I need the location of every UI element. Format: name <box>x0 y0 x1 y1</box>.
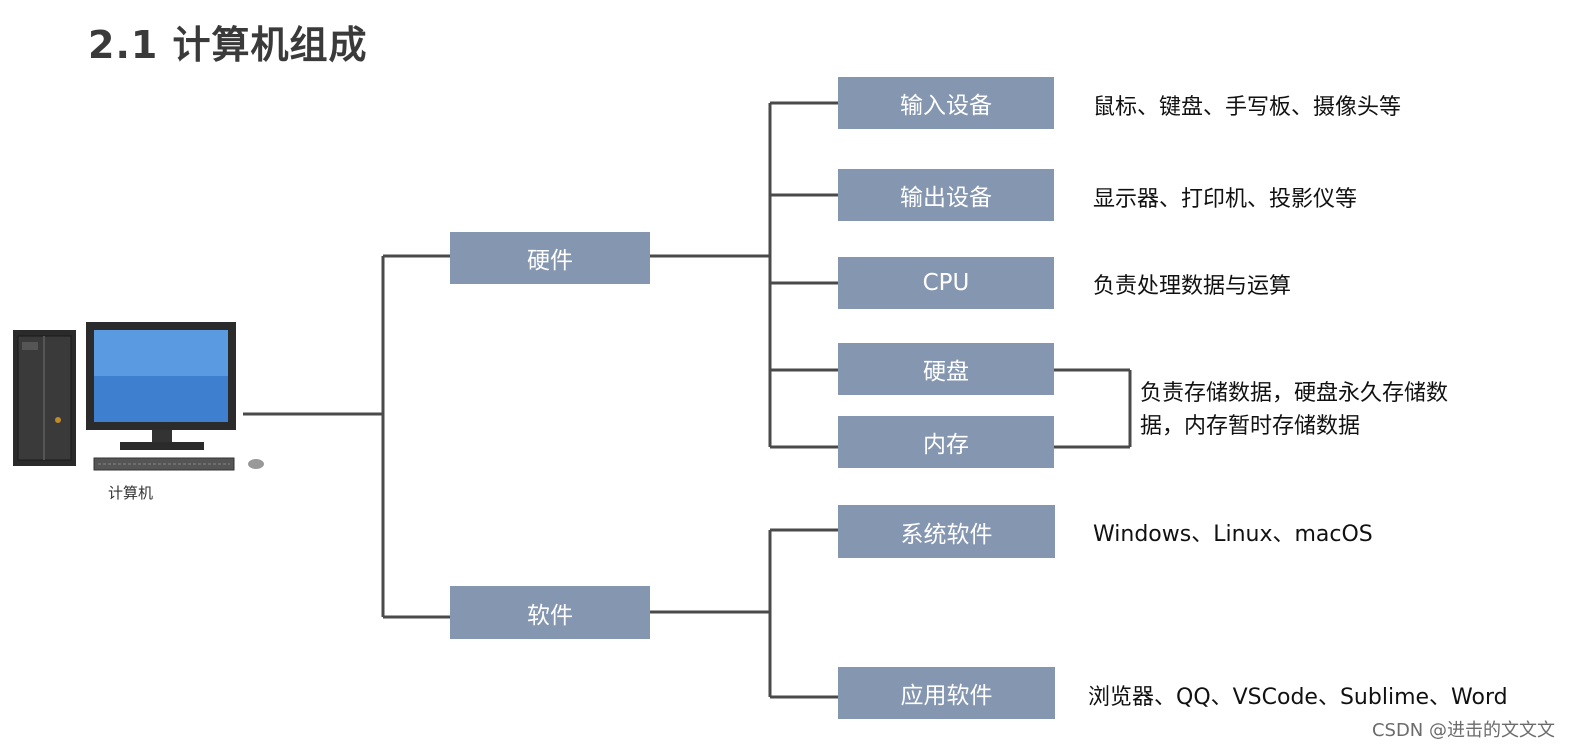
hardware-box: 硬件 <box>450 232 650 284</box>
output-device-box: 输出设备 <box>838 169 1054 221</box>
computer-icon <box>13 322 264 471</box>
input-device-box: 输入设备 <box>838 77 1054 129</box>
system-software-box: 系统软件 <box>838 505 1055 558</box>
input-device-desc: 鼠标、键盘、手写板、摄像头等 <box>1093 95 1402 120</box>
storage-desc: 负责存储数据，硬盘永久存储数据，内存暂时存储数据 <box>1140 381 1449 439</box>
computer-label: 计算机 <box>108 484 154 502</box>
cpu-box: CPU <box>838 257 1054 309</box>
hard-disk-box: 硬盘 <box>838 343 1054 395</box>
cpu-desc: 负责处理数据与运算 <box>1093 274 1292 299</box>
application-software-desc: 浏览器、QQ、VSCode、Sublime、Word <box>1088 685 1508 710</box>
system-software-desc: Windows、Linux、macOS <box>1093 522 1373 547</box>
output-device-desc: 显示器、打印机、投影仪等 <box>1093 187 1358 212</box>
watermark: CSDN @进击的文文文 <box>1371 720 1555 741</box>
memory-box: 内存 <box>838 416 1054 468</box>
software-box: 软件 <box>450 586 650 639</box>
application-software-box: 应用软件 <box>838 667 1055 719</box>
page-title: 2.1 计算机组成 <box>88 23 368 67</box>
